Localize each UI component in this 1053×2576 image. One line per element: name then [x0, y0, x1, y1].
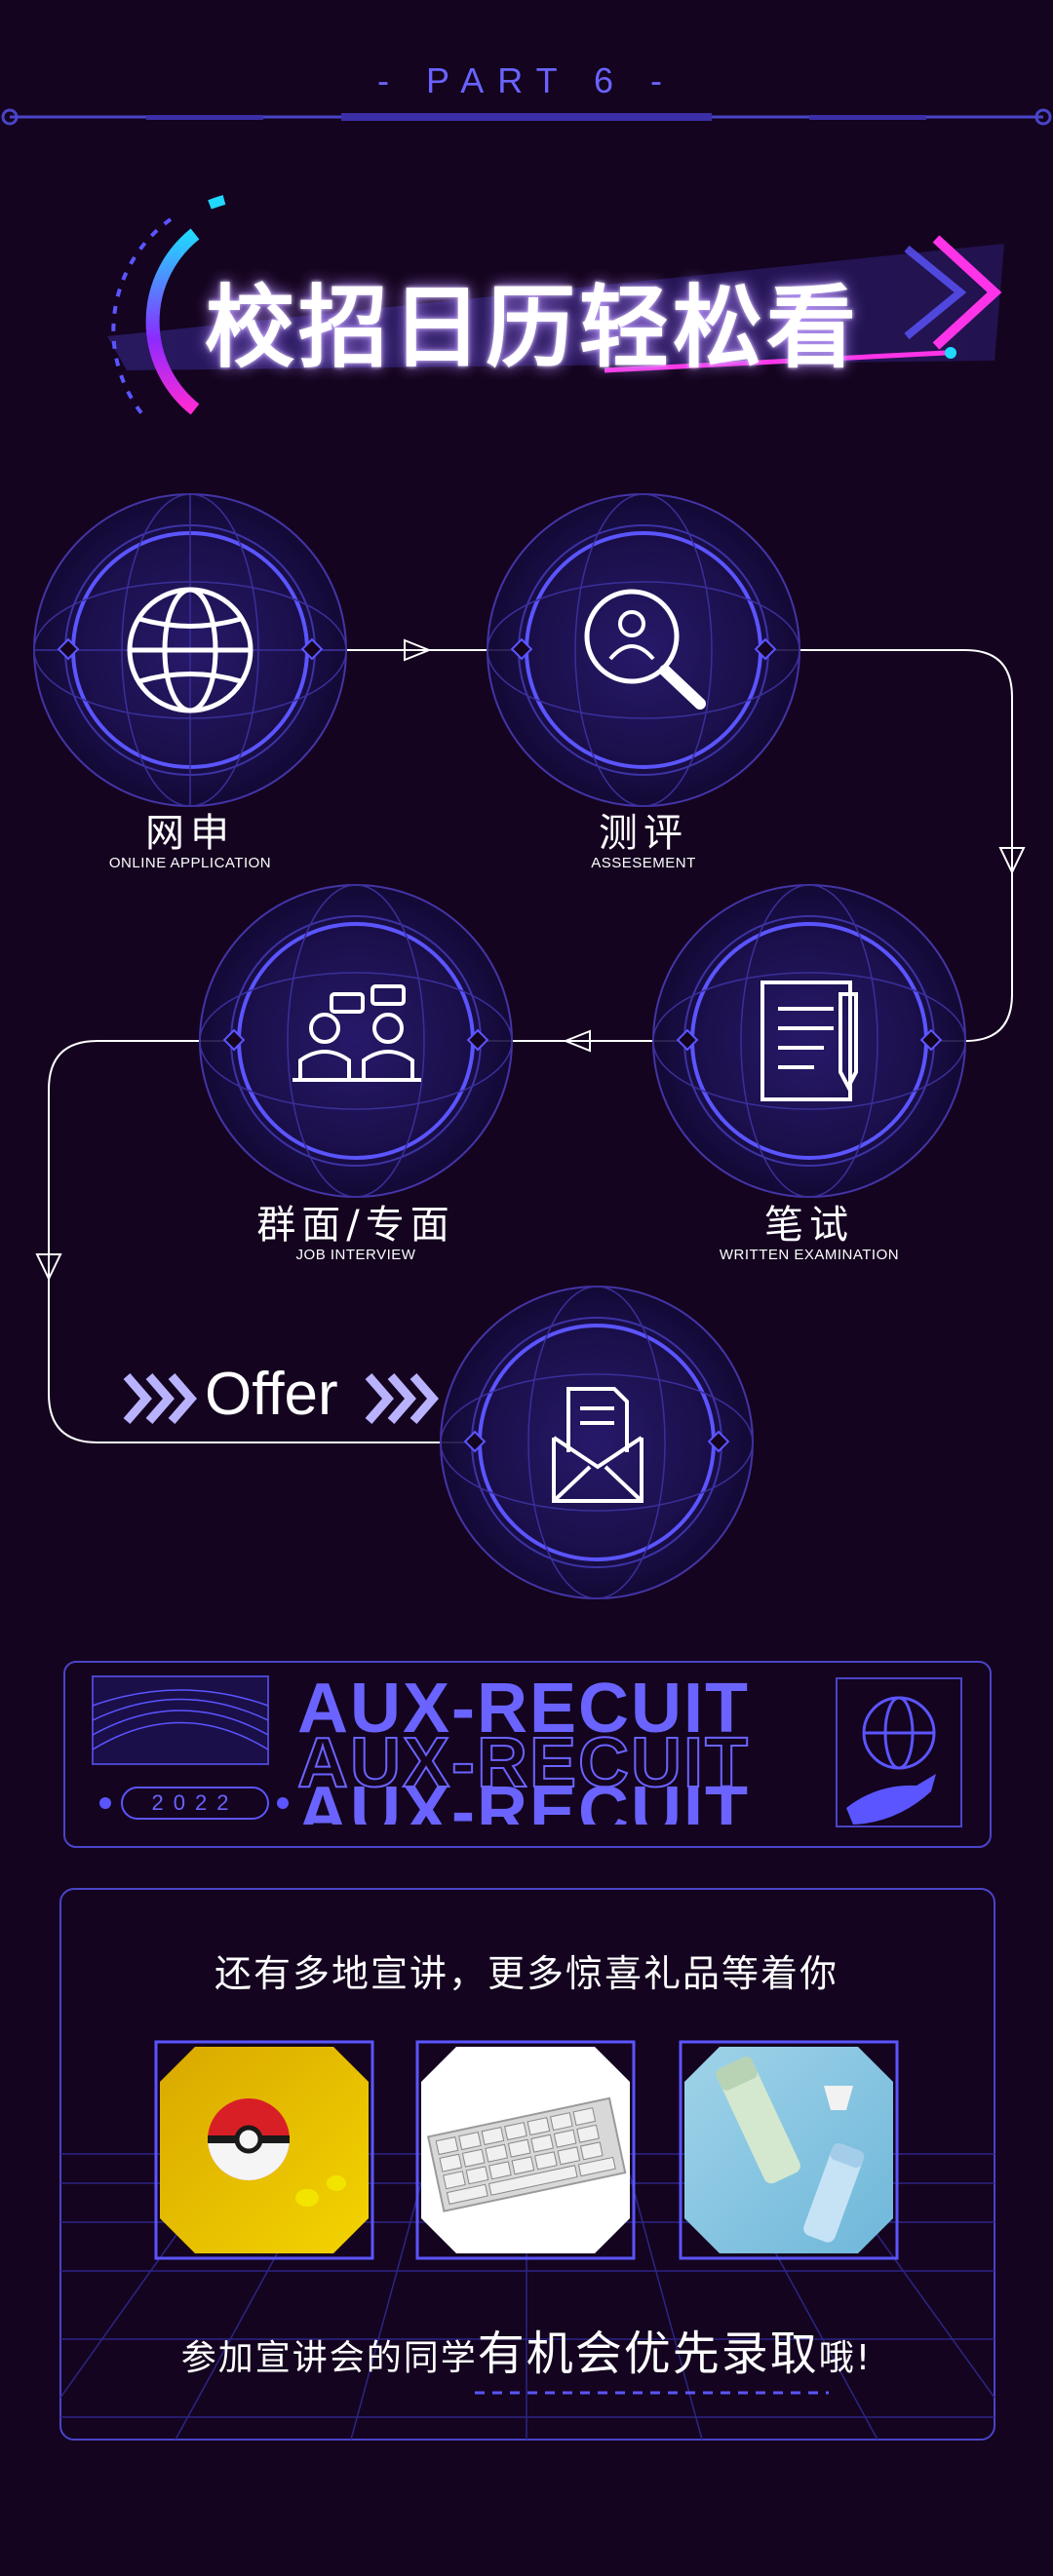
bottom-message: 参加宣讲会的同学有机会优先录取哦! — [0, 2315, 1053, 2383]
bottom-message-highlight: 有机会优先录取 — [477, 2326, 819, 2381]
part-label: - PART 6 - — [376, 60, 677, 100]
bottom-message-part3: 哦! — [818, 2338, 873, 2378]
page-title: 校招日历轻松看 — [205, 276, 861, 380]
step-title-assessment: 测评 — [599, 811, 688, 856]
step-subtitle-written-exam: WRITTEN EXAMINATION — [719, 1247, 900, 1263]
brand-text-cropped-wrap: AUX-RECUIT — [297, 1782, 804, 1825]
promo-headline: 还有多地宣讲，更多惊喜礼品等着你 — [214, 1952, 838, 1995]
offer-label: Offer — [205, 1361, 338, 1428]
step-title-online-application: 网申 — [145, 811, 235, 856]
brand-text-cropped: AUX-RECUIT — [297, 1782, 750, 1825]
step-title-written-exam: 笔试 — [764, 1203, 854, 1248]
step-subtitle-assessment: ASSESEMENT — [591, 855, 696, 871]
step-subtitle-interview: JOB INTERVIEW — [295, 1247, 416, 1263]
step-title-interview: 群面/专面 — [256, 1203, 455, 1248]
step-subtitle-online-application: ONLINE APPLICATION — [108, 855, 272, 871]
brand-text-outline: AUX-RECUIT — [296, 1723, 750, 1803]
brand-text: AUX-RECUIT — [297, 1670, 750, 1748]
bottom-message-part1: 参加宣讲会的同学 — [180, 2338, 478, 2378]
year-badge: 2022 — [151, 1790, 239, 1815]
